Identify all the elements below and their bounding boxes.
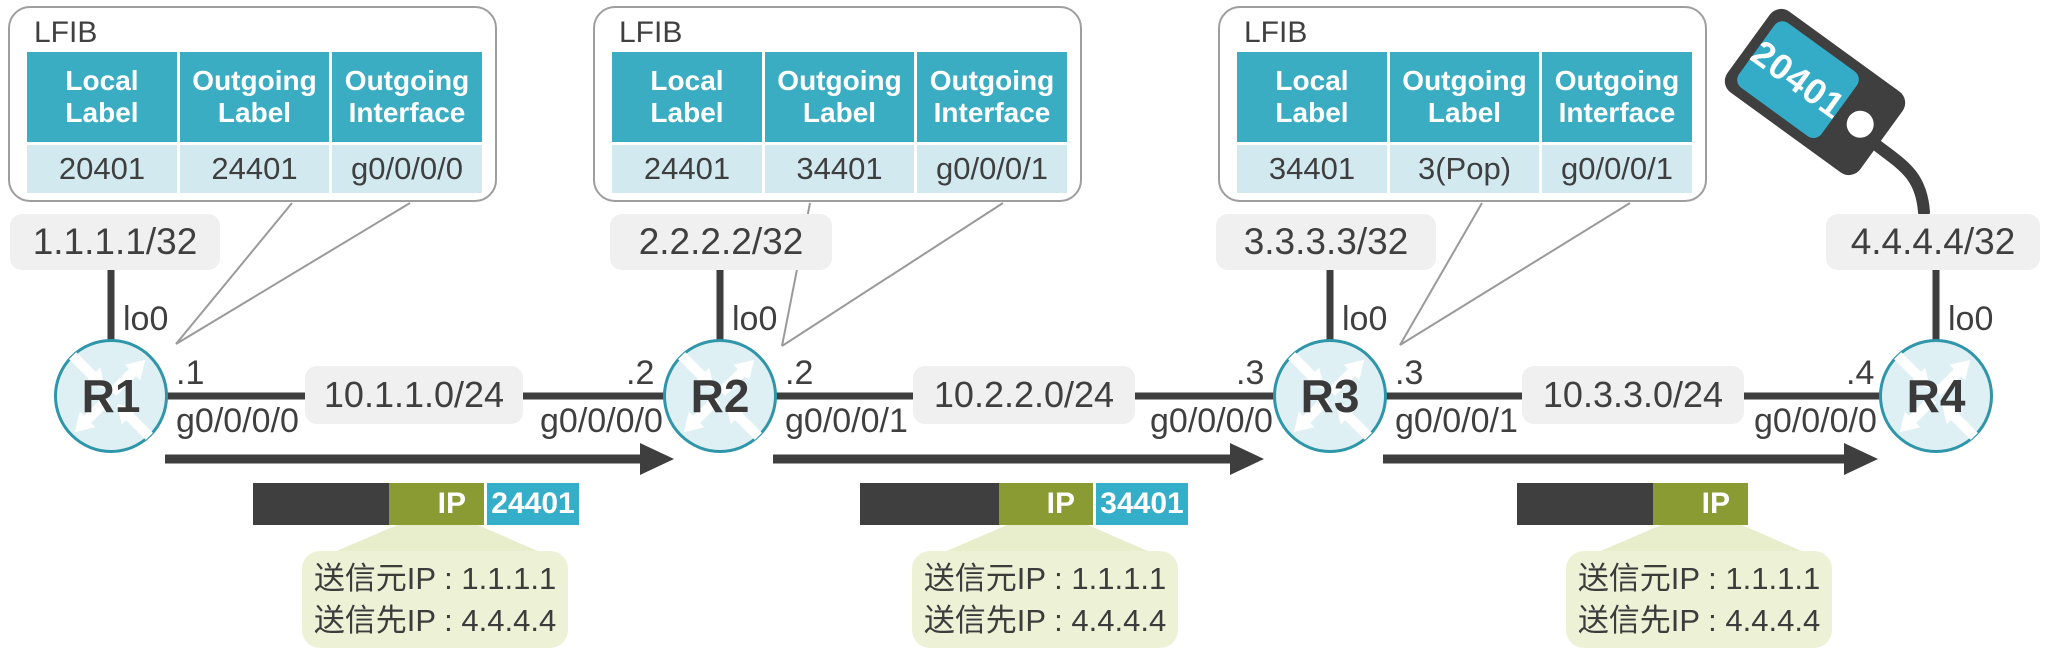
flow-arrow: [1383, 443, 1878, 475]
packet-ip-segment: IP: [1653, 483, 1748, 525]
subnet-box-2: 10.2.2.0/24: [913, 366, 1135, 424]
packet-payload-segment: [1517, 483, 1653, 525]
addr-label-r2-left: .2: [626, 354, 655, 392]
subnet-box-3: 10.3.3.0/24: [1522, 366, 1744, 424]
if-label-r1-right: g0/0/0/0: [176, 402, 299, 440]
router-node-r4: R4: [1879, 339, 1993, 453]
lfib-bubble-r2: LFIB Local Label Outgoing Label Outgoing…: [593, 6, 1082, 202]
addr-label-r4-left: .4: [1846, 354, 1875, 392]
loopback-if-label-r2: lo0: [732, 300, 778, 338]
subnet-box-1: 10.1.1.0/24: [305, 366, 523, 424]
callout-dst-ip: 送信先IP : 4.4.4.4: [923, 602, 1167, 638]
packet-ip-segment: IP: [389, 483, 484, 525]
lfib-value-outgoing-label: 34401: [765, 145, 914, 193]
packet-payload-segment: [860, 483, 999, 525]
loopback-box-r3: 3.3.3.3/32: [1216, 214, 1436, 270]
lfib-header-outgoing-label: Outgoing Label: [1390, 52, 1539, 142]
router-name: R1: [81, 370, 141, 422]
lfib-value-outgoing-label: 3(Pop): [1390, 145, 1539, 193]
lfib-header-outgoing-interface: Outgoing Interface: [917, 52, 1067, 142]
if-label-r2-left: g0/0/0/0: [540, 402, 663, 440]
callout-funnel: [1582, 525, 1820, 559]
loopback-box-r4: 4.4.4.4/32: [1826, 214, 2040, 270]
packet-mpls-label-chip: 24401: [487, 483, 579, 525]
router-node-r3: R3: [1273, 339, 1387, 453]
packet-payload-segment: [253, 483, 389, 525]
lfib-bubble-pointer: [175, 202, 411, 345]
loopback-box-r1: 1.1.1.1/32: [10, 214, 220, 270]
router-icon: [1288, 352, 1372, 440]
router-name: R4: [1906, 370, 1966, 422]
loopback-if-label-r1: lo0: [123, 300, 169, 338]
router-node-r2: R2: [663, 339, 777, 453]
addr-label-r3-left: .3: [1236, 354, 1265, 392]
tag-hole-icon: [1841, 105, 1880, 144]
lfib-value-local-label: 24401: [612, 145, 762, 193]
lfib-header-local-label: Local Label: [612, 52, 762, 142]
tag-string: [1864, 134, 1930, 218]
lfib-table-r1: Local Label Outgoing Label Outgoing Inte…: [27, 52, 482, 193]
lfib-value-outgoing-interface: g0/0/0/1: [917, 145, 1067, 193]
lfib-value-local-label: 34401: [1237, 145, 1387, 193]
callout-src-ip: 送信元IP : 1.1.1.1: [923, 560, 1167, 596]
router-icon: [678, 352, 762, 440]
lfib-value-local-label: 20401: [27, 145, 177, 193]
callout-src-ip: 送信元IP : 1.1.1.1: [313, 560, 557, 596]
loopback-box-r2: 2.2.2.2/32: [610, 214, 832, 270]
lfib-bubble-pointer: [781, 202, 1004, 347]
lfib-title: LFIB: [1244, 16, 1308, 49]
lfib-title: LFIB: [619, 16, 683, 49]
callout-funnel: [318, 525, 556, 559]
callout-dst-ip: 送信先IP : 4.4.4.4: [1577, 602, 1821, 638]
router-name: R3: [1300, 370, 1360, 422]
lfib-header-outgoing-interface: Outgoing Interface: [1542, 52, 1692, 142]
loopback-if-label-r3: lo0: [1342, 300, 1388, 338]
router-name: R2: [690, 370, 750, 422]
router-icon: [69, 352, 153, 440]
lfib-header-outgoing-label: Outgoing Label: [180, 52, 329, 142]
packet-callout: 送信元IP : 1.1.1.1 送信先IP : 4.4.4.4: [302, 551, 568, 648]
addr-label-r3-right: .3: [1395, 354, 1424, 392]
packet-callout: 送信元IP : 1.1.1.1 送信先IP : 4.4.4.4: [912, 551, 1178, 648]
if-label-r3-right: g0/0/0/1: [1395, 402, 1518, 440]
lfib-value-outgoing-label: 24401: [180, 145, 329, 193]
loopback-if-label-r4: lo0: [1948, 300, 1994, 338]
callout-dst-ip: 送信先IP : 4.4.4.4: [313, 602, 557, 638]
router-icon: [1894, 352, 1978, 440]
lfib-table-r2: Local Label Outgoing Label Outgoing Inte…: [612, 52, 1067, 193]
lfib-table-r3: Local Label Outgoing Label Outgoing Inte…: [1237, 52, 1692, 193]
lfib-bubble-r1: LFIB Local Label Outgoing Label Outgoing…: [8, 6, 497, 202]
lfib-bubble-pointer: [1399, 202, 1631, 346]
lfib-value-outgoing-interface: g0/0/0/0: [332, 145, 482, 193]
lfib-header-outgoing-label: Outgoing Label: [765, 52, 914, 142]
addr-label-r2-right: .2: [785, 354, 814, 392]
lfib-header-local-label: Local Label: [1237, 52, 1387, 142]
lfib-header-outgoing-interface: Outgoing Interface: [332, 52, 482, 142]
packet-ip-segment: IP: [999, 483, 1093, 525]
flow-arrow: [165, 443, 674, 475]
packet-mpls-label-chip: 34401: [1096, 483, 1188, 525]
lfib-value-outgoing-interface: g0/0/0/1: [1542, 145, 1692, 193]
lfib-header-local-label: Local Label: [27, 52, 177, 142]
if-label-r3-left: g0/0/0/0: [1150, 402, 1273, 440]
addr-label-r1-right: .1: [176, 354, 205, 392]
if-label-r2-right: g0/0/0/1: [785, 402, 908, 440]
router-node-r1: R1: [54, 339, 168, 453]
packet-callout: 送信元IP : 1.1.1.1 送信先IP : 4.4.4.4: [1566, 551, 1832, 648]
lfib-bubble-r3: LFIB Local Label Outgoing Label Outgoing…: [1218, 6, 1707, 202]
callout-src-ip: 送信元IP : 1.1.1.1: [1577, 560, 1821, 596]
callout-funnel: [928, 525, 1166, 559]
if-label-r4-left: g0/0/0/0: [1754, 402, 1877, 440]
flow-arrow: [773, 443, 1264, 475]
lfib-title: LFIB: [34, 16, 98, 49]
